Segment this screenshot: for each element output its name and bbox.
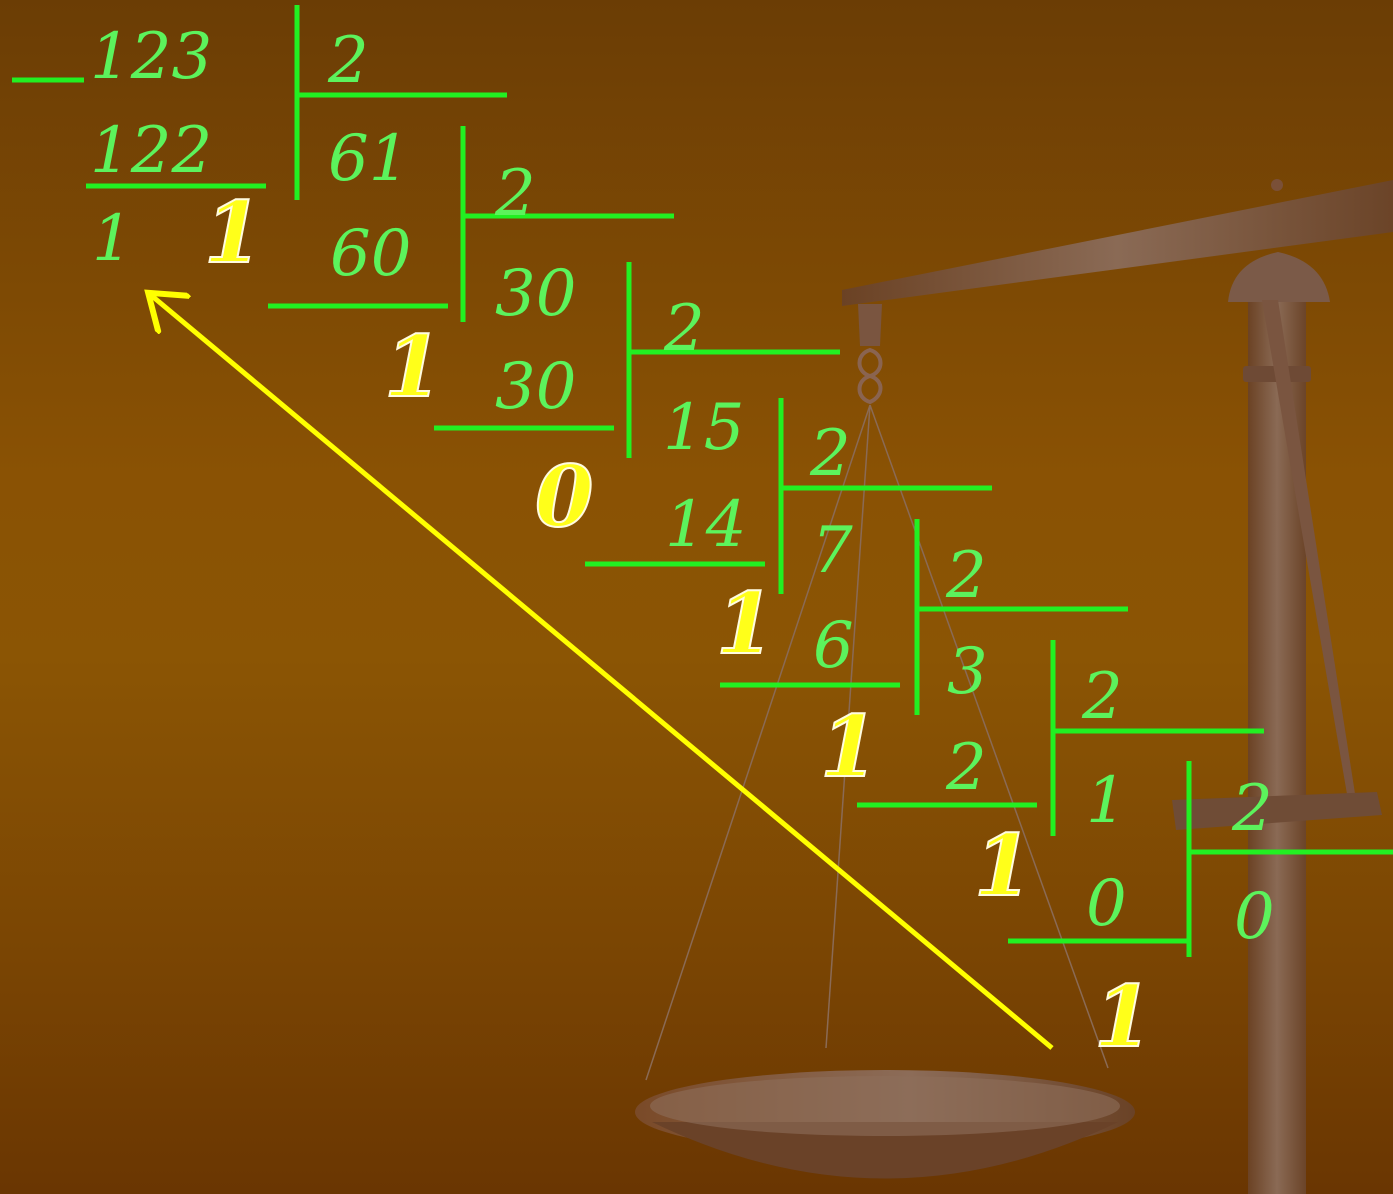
divisor-2: 2 xyxy=(494,157,536,231)
product-6: 2 xyxy=(945,731,987,805)
product-5: 6 xyxy=(813,609,854,683)
divisor-6: 2 xyxy=(1081,660,1123,734)
division-numbers: 123 2 122 61 1 1 2 60 30 1 2 30 15 0 2 1… xyxy=(90,20,1275,1066)
remainder-5: 1 xyxy=(820,697,878,796)
divisor-3: 2 xyxy=(663,292,705,366)
quotient-1: 61 xyxy=(328,122,409,196)
product-3: 30 xyxy=(495,350,576,424)
result-digit-1: 1 xyxy=(92,202,133,276)
remainder-6: 1 xyxy=(974,816,1032,915)
remainder-4: 1 xyxy=(716,574,774,673)
quotient-6: 1 xyxy=(1086,764,1127,838)
dividend-1: 123 xyxy=(90,20,212,94)
product-7: 0 xyxy=(1086,867,1127,941)
divisor-4: 2 xyxy=(809,417,851,491)
quotient-4: 7 xyxy=(812,514,853,588)
remainder-3: 0 xyxy=(535,447,593,546)
quotient-2: 30 xyxy=(495,257,576,331)
remainder-7: 1 xyxy=(1094,967,1152,1066)
quotient-5: 3 xyxy=(947,635,988,709)
product-1: 122 xyxy=(90,114,212,188)
divisor-5: 2 xyxy=(945,539,987,613)
product-4: 14 xyxy=(665,488,746,562)
divisor-7: 2 xyxy=(1231,772,1273,846)
divisor-1: 2 xyxy=(327,24,369,98)
quotient-7: 0 xyxy=(1234,880,1275,954)
product-2: 60 xyxy=(330,217,411,291)
remainder-2: 1 xyxy=(384,317,442,416)
quotient-3: 15 xyxy=(663,391,744,465)
remainder-1: 1 xyxy=(204,183,262,282)
